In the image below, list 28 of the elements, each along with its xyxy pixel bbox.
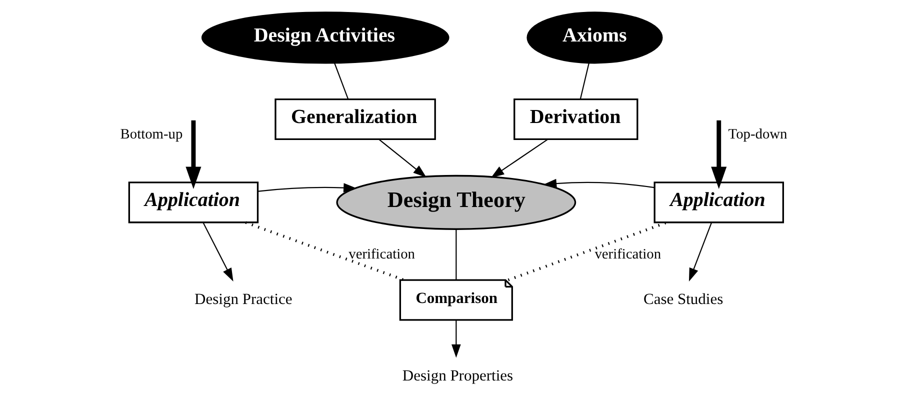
arrow: [378, 139, 426, 178]
node-ellipse: Design Activities: [201, 12, 450, 64]
edge-label: Bottom-up: [120, 126, 183, 142]
arrow: [543, 178, 654, 188]
arrow: [258, 183, 357, 192]
arrow: [452, 320, 461, 358]
node-box: Derivation: [514, 98, 638, 140]
arrow: [490, 138, 548, 178]
node-box: Application: [654, 182, 784, 224]
connector: [245, 221, 405, 282]
arrow: [688, 222, 712, 282]
node-text: Design Practice: [194, 291, 292, 308]
node-ellipse: Design Theory: [336, 174, 576, 230]
arrow: [186, 120, 202, 189]
edge-label: verification: [594, 246, 662, 262]
node-ellipse: Axioms: [526, 12, 663, 64]
connector: [334, 62, 349, 99]
connector: [456, 229, 457, 280]
node-box: Application: [128, 182, 259, 224]
connector: [580, 62, 590, 99]
connector: [508, 221, 668, 282]
edge-label: verification: [348, 246, 415, 262]
edge-label: Top-down: [728, 126, 788, 142]
node-text: Case Studies: [643, 291, 724, 308]
node-box: Generalization: [274, 98, 436, 140]
node-text: Design Properties: [402, 368, 514, 385]
arrow: [202, 222, 234, 282]
arrow: [711, 120, 727, 189]
